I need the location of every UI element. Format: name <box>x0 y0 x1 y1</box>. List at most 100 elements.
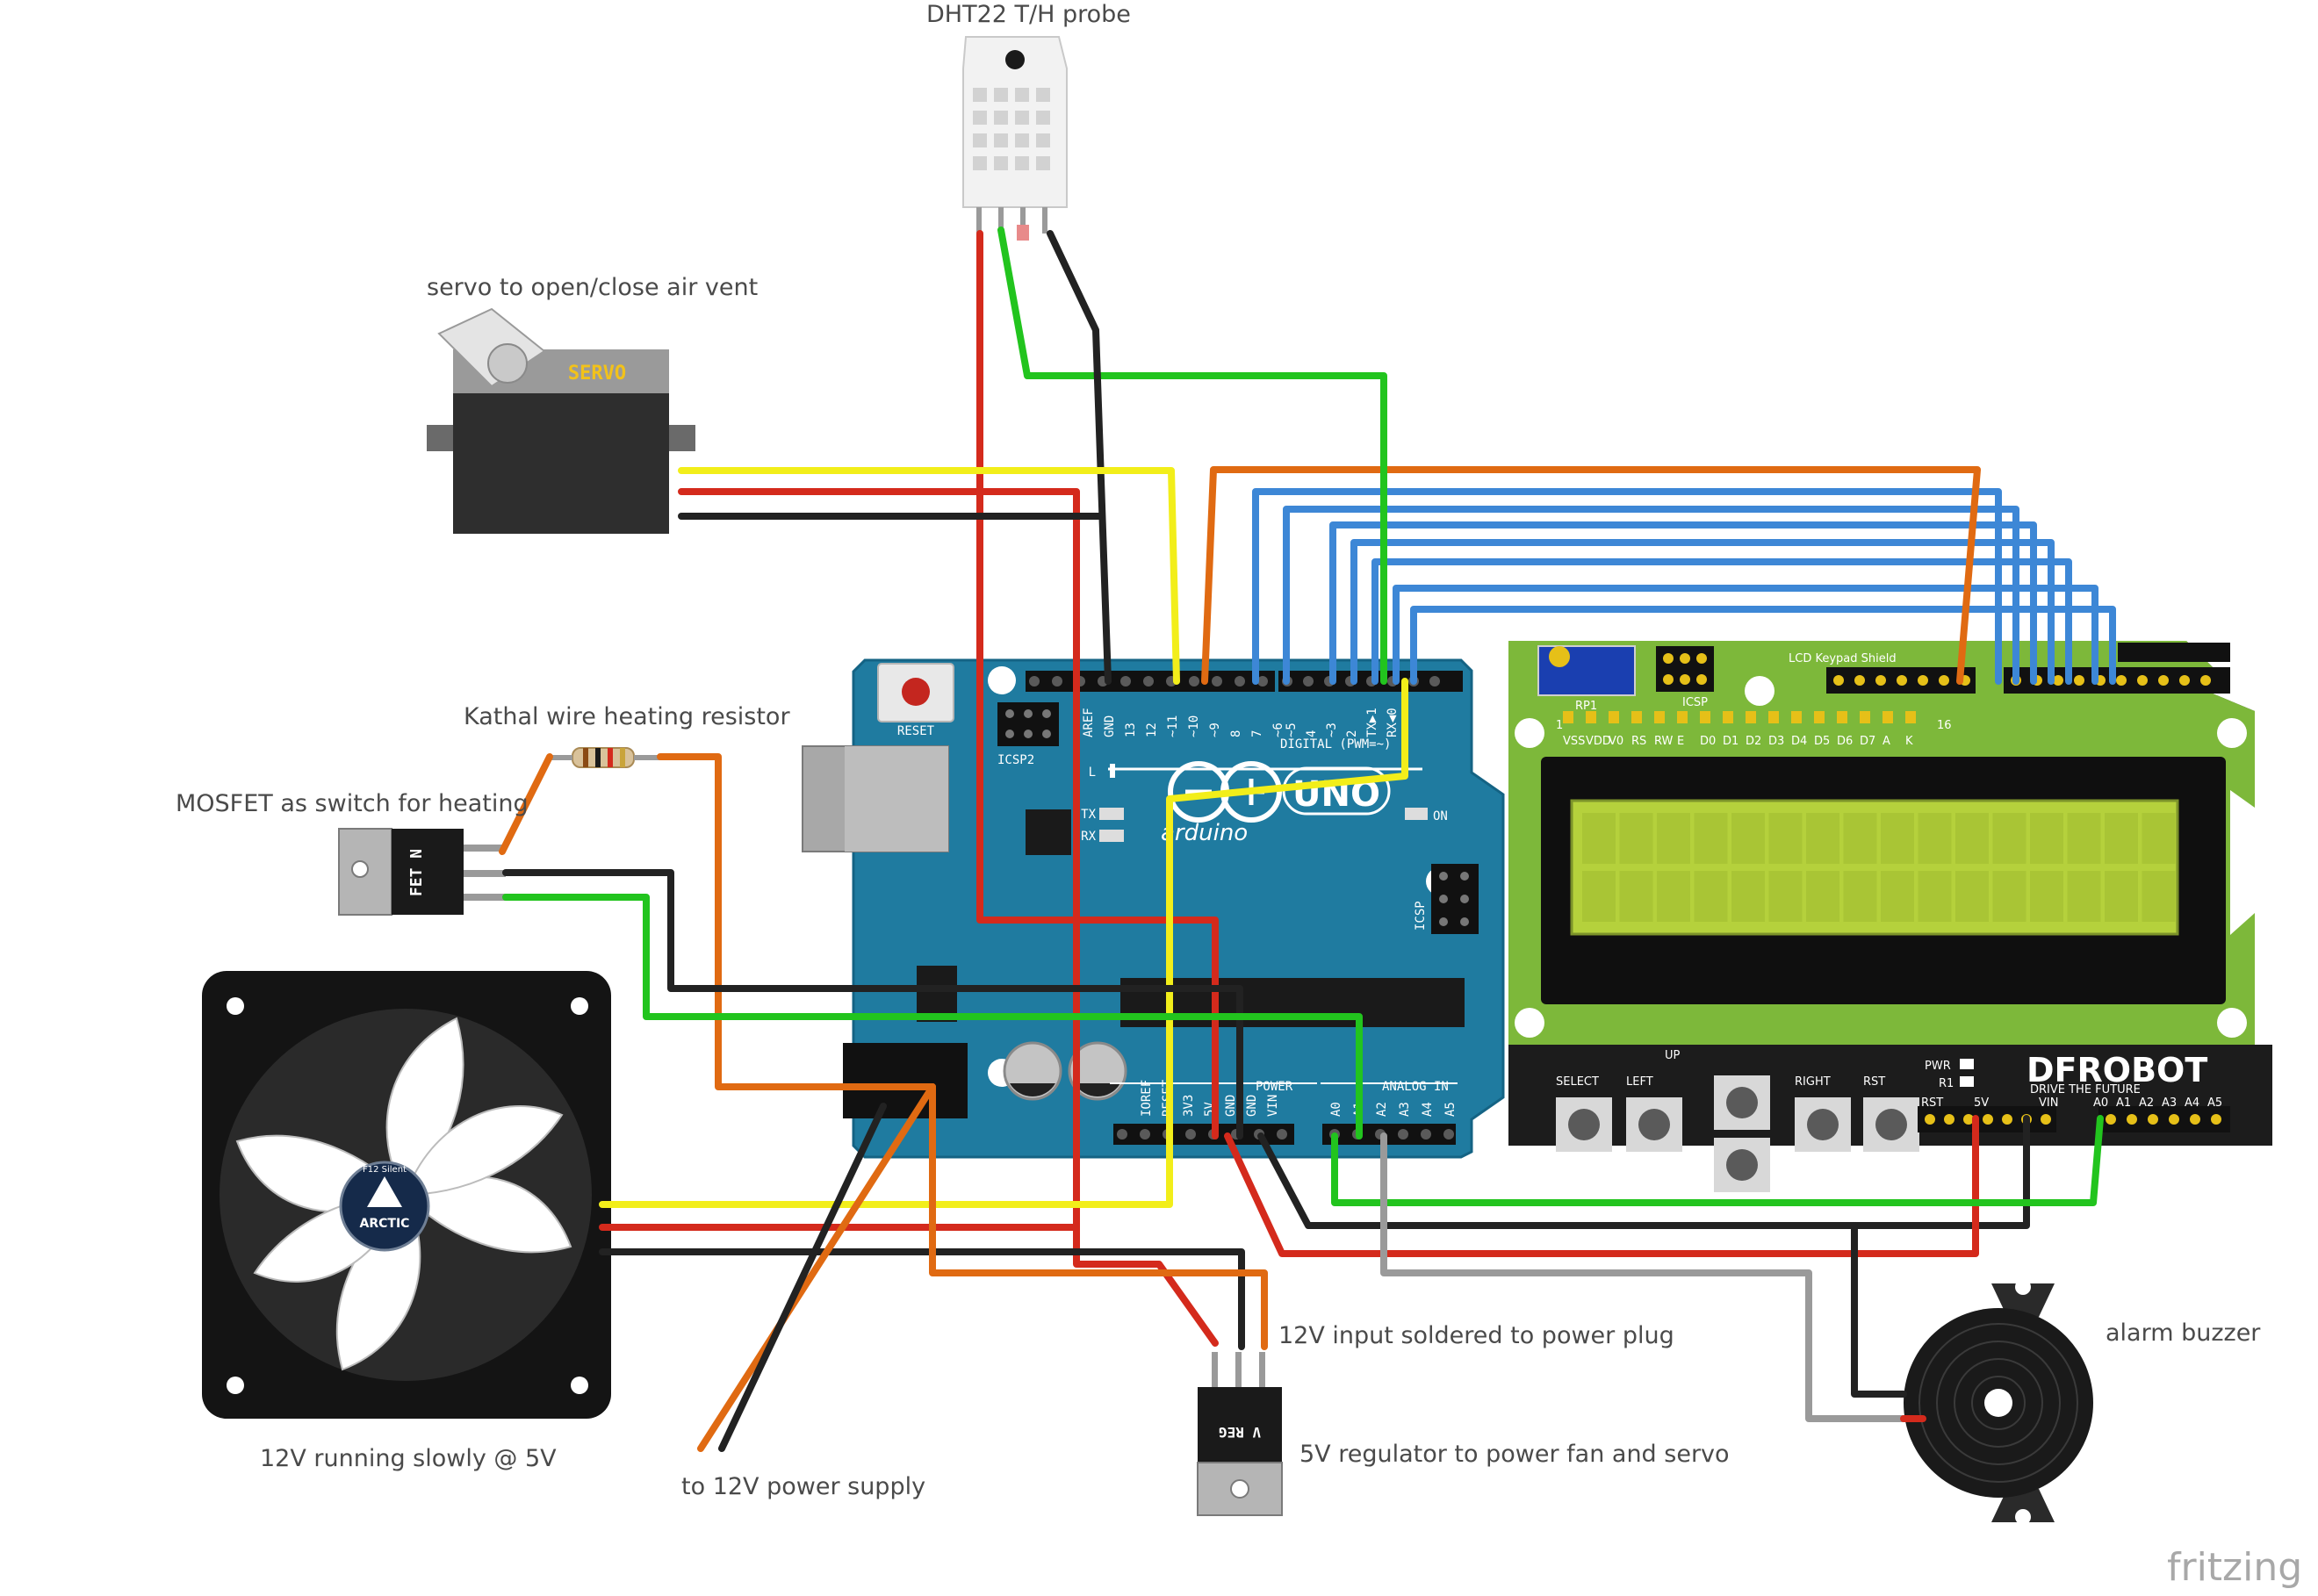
lcd-connector-pin <box>1586 711 1596 723</box>
lcd-header-pin <box>2200 675 2211 686</box>
analog-in-label: ANALOG IN <box>1382 1080 1449 1094</box>
lcd-char-cell <box>1768 871 1803 922</box>
lcd-connector-pin <box>1631 711 1642 723</box>
arduino-digital-pin <box>1303 676 1314 687</box>
lcd-header-pin <box>1833 675 1844 686</box>
lcd-pin-label: E <box>1677 735 1684 748</box>
label-12v-input: 12V input soldered to power plug <box>1278 1322 1674 1349</box>
arduino-pin-label: ~6 <box>1271 723 1285 737</box>
lcd-header-label: RST <box>1921 1096 1943 1110</box>
lcd-connector-pin <box>1563 711 1573 723</box>
dfrobot-logo: DFROBOT <box>2026 1051 2207 1089</box>
label-buzzer: alarm buzzer <box>2106 1319 2261 1347</box>
rp1-label: RP1 <box>1575 700 1597 713</box>
keypad-button-cap <box>1568 1109 1600 1140</box>
lcd-header-pin <box>1897 675 1907 686</box>
arduino-pin-label: 13 <box>1124 723 1138 737</box>
mosfet-component: FET N <box>338 828 506 916</box>
lcd-char-cell <box>2142 871 2176 922</box>
lcd-char-cell <box>1657 813 1690 864</box>
lcd-header-label: VIN <box>2039 1096 2058 1110</box>
lcd-analog-label: A1 <box>2116 1096 2131 1110</box>
lcd-char-cell <box>1955 813 1989 864</box>
led-tx-label: TX <box>1081 808 1096 822</box>
reset-label: RESET <box>897 724 935 738</box>
label-regulator: 5V regulator to power fan and servo <box>1299 1441 1730 1468</box>
lcd-analog-pin <box>2127 1114 2137 1125</box>
arduino-analog-pin <box>1421 1129 1431 1139</box>
lcd-icsp-label: ICSP <box>1682 696 1708 709</box>
lcd-pin-label: D4 <box>1791 735 1807 748</box>
dht22-sensor <box>962 36 1068 241</box>
lcd-char-cell <box>1806 871 1839 922</box>
lcd-char-cell <box>2105 871 2138 922</box>
lcd-pin-label: D3 <box>1768 735 1784 748</box>
arduino-pin-label: 4 <box>1305 730 1319 737</box>
arduino-pin-label: ~9 <box>1208 723 1222 737</box>
lcd-header-pin <box>1854 675 1865 686</box>
lcd-pin-label: D5 <box>1814 735 1830 748</box>
lcd-char-cell <box>2067 871 2101 922</box>
arduino-digital-pin <box>1257 676 1268 687</box>
lcd-char-cell <box>1731 871 1765 922</box>
lcd-power-pin <box>1925 1114 1935 1125</box>
lcd-pin-label: D6 <box>1837 735 1853 748</box>
pwr-label: PWR <box>1925 1060 1951 1073</box>
lcd-pin-label: D0 <box>1700 735 1716 748</box>
lcd-connector-pin <box>1882 711 1893 723</box>
lcd-char-cell <box>2067 813 2101 864</box>
arduino-digital-pin <box>1189 676 1199 687</box>
r1-label: R1 <box>1939 1077 1954 1090</box>
arduino-analog-pin-label: A0 <box>1329 1102 1343 1117</box>
arduino-power-pin <box>1277 1129 1287 1139</box>
lcd-connector-pin <box>1860 711 1870 723</box>
keypad-button-label: DOWN <box>1651 1154 1688 1168</box>
lcd-char-cell <box>1731 813 1765 864</box>
lcd-connector-pin <box>1814 711 1825 723</box>
arduino-pin-label: ~11 <box>1166 715 1180 737</box>
keypad-button-label: RST <box>1863 1075 1885 1089</box>
lcd-pin-label: VDD <box>1586 735 1611 748</box>
arduino-pin-label: 8 <box>1229 730 1243 737</box>
arduino-digital-pin <box>1212 676 1222 687</box>
lcd-shield-title: LCD Keypad Shield <box>1789 652 1897 665</box>
lcd-analog-label: A3 <box>2162 1096 2177 1110</box>
arduino-power-pin <box>1140 1129 1150 1139</box>
lcd-pin-first: 1 <box>1556 719 1563 732</box>
lcd-header-pin <box>2116 675 2127 686</box>
keypad-button-label: RIGHT <box>1795 1075 1831 1089</box>
keypad-button-cap <box>1807 1109 1839 1140</box>
lcd-char-cell <box>1768 813 1803 864</box>
lcd-connector-pin <box>1609 711 1619 723</box>
arduino-digital-pin <box>1143 676 1154 687</box>
keypad-button-label: LEFT <box>1626 1075 1653 1089</box>
arduino-digital-pin <box>1429 676 1440 687</box>
lcd-char-cell <box>1806 813 1839 864</box>
arduino-digital-pin <box>1235 676 1245 687</box>
lcd-connector-pin <box>1837 711 1847 723</box>
heating-resistor <box>550 747 660 768</box>
arduino-analog-pin-label: A3 <box>1398 1102 1412 1117</box>
lcd-char-cell <box>2030 871 2063 922</box>
lcd-header-pin <box>2074 675 2084 686</box>
arduino-pin-label: GND <box>1103 715 1117 737</box>
led-l-label: L <box>1089 766 1096 780</box>
lcd-char-cell <box>1843 813 1877 864</box>
lcd-char-cell <box>1619 813 1653 864</box>
lcd-pin-last: 16 <box>1937 719 1952 732</box>
lcd-pin-label: D2 <box>1746 735 1761 748</box>
lcd-power-pin <box>2002 1114 2012 1125</box>
arduino-pin-label: ~5 <box>1285 723 1299 737</box>
lcd-char-cell <box>1843 871 1877 922</box>
lcd-char-cell <box>1992 813 2026 864</box>
servo-motor: SERVO <box>427 307 695 534</box>
fan-model: F12 Silent <box>363 1165 407 1175</box>
lcd-power-pin <box>2041 1114 2051 1125</box>
lcd-connector-pin <box>1723 711 1733 723</box>
fritzing-watermark: fritzing <box>2167 1545 2302 1590</box>
lcd-power-pin <box>1944 1114 1954 1125</box>
lcd-char-cell <box>1582 813 1616 864</box>
arduino-power-pin-label: GND <box>1224 1095 1238 1117</box>
lcd-power-pin <box>1963 1114 1974 1125</box>
